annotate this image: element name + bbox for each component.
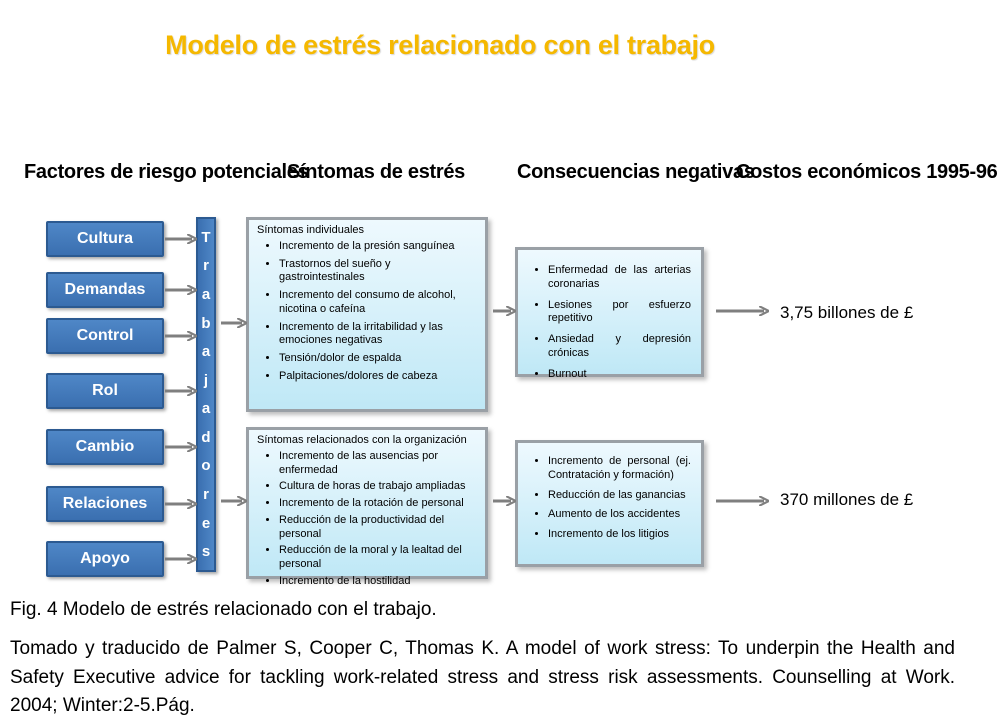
list-item: Incremento del consumo de alcohol, nicot… [279,289,477,317]
list-item: Incremento de la rotación de personal [279,497,477,511]
list-item: Enfermedad de las arterias coronarias [548,264,691,292]
list-item: Reducción de las ganancias [548,489,691,503]
workers-letter: T [201,228,211,246]
workers-letter: a [201,400,211,418]
factor-cultura: Cultura [46,221,164,257]
workers-letter: e [201,514,211,532]
header-costs: Costos económicos 1995-96 [736,161,998,183]
figure-reference: Tomado y traducido de Palmer S, Cooper C… [10,638,955,716]
consequences-individual-box: Enfermedad de las arterias coronarias Le… [515,247,704,380]
symptoms-organization-heading: Síntomas relacionados con la organizació… [257,434,467,446]
header-risk-factors: Factores de riesgo potenciales [24,161,309,183]
workers-letter: j [203,371,209,389]
factor-control: Control [46,318,164,354]
workers-letter: r [203,257,209,275]
cost-organization: 370 millones de £ [780,490,914,509]
factor-apoyo: Apoyo [46,541,164,577]
factor-demandas: Demandas [46,272,164,308]
list-item: Incremento de la hostilidad [279,575,477,589]
symptoms-individual-box: Síntomas individuales Incremento de la p… [246,217,488,412]
list-item: Incremento de personal (ej. Contratación… [548,455,691,483]
list-item: Cultura de horas de trabajo ampliadas [279,480,477,494]
list-item: Reducción de la moral y la lealtad del p… [279,544,477,572]
factor-rol: Rol [46,373,164,409]
figure-caption: Fig. 4 Modelo de estrés relacionado con … [10,599,437,620]
list-item: Tensión/dolor de espalda [279,352,477,366]
symptoms-organization-box: Síntomas relacionados con la organizació… [246,427,488,587]
list-item: Lesiones por esfuerzo repetitivo [548,299,691,327]
flow-arrows [165,0,960,720]
list-item: Incremento de los litigios [548,528,691,542]
list-item: Incremento de la presión sanguínea [279,240,477,254]
list-item: Incremento de la irritabilidad y las emo… [279,321,477,349]
list-item: Aumento de los accidentes [548,508,691,522]
list-item: Trastornos del sueño y gastrointestinale… [279,258,477,286]
list-item: Reducción de la productividad del person… [279,514,477,542]
list-item: Incremento de las ausencias por enfermed… [279,450,477,478]
factor-cambio: Cambio [46,429,164,465]
consequences-organization-box: Incremento de personal (ej. Contratación… [515,440,704,567]
list-item: Palpitaciones/dolores de cabeza [279,370,477,384]
page-title: Modelo de estrés relacionado con el trab… [165,30,715,60]
workers-letter: s [201,543,211,561]
workers-letter: b [201,314,211,332]
symptoms-individual-heading: Síntomas individuales [257,224,365,236]
workers-letter: d [201,428,211,446]
workers-letter: a [201,285,211,303]
header-consequences: Consecuencias negativas [517,161,755,183]
workers-letter: a [201,343,211,361]
workers-letter: o [201,457,211,475]
workers-letter: r [203,485,209,503]
cost-individual: 3,75 billones de £ [780,303,914,322]
list-item: Ansiedad y depresión crónicas [548,333,691,361]
list-item: Burnout [548,368,691,382]
factor-relaciones: Relaciones [46,486,164,522]
header-symptoms: Síntomas de estrés [287,161,466,183]
